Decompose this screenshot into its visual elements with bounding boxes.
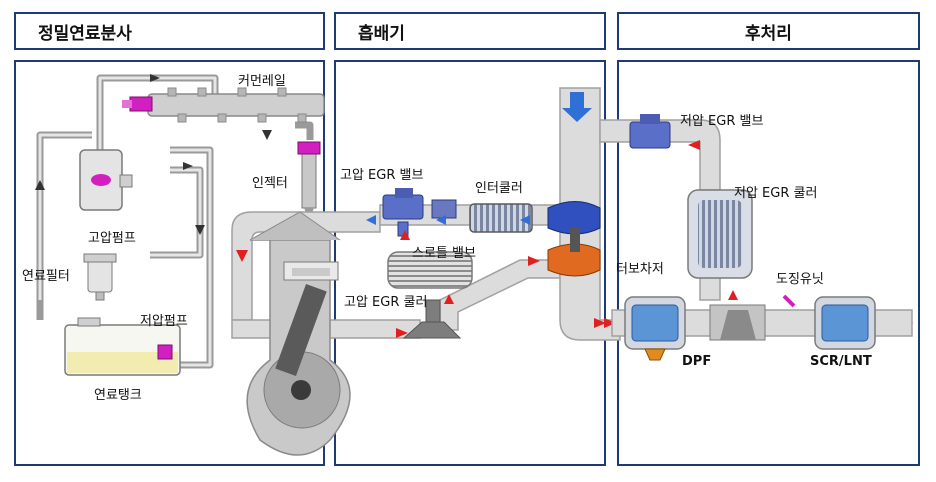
header-aftertreatment-text: 후처리 [745,23,792,44]
high-pressure-pump [79,149,133,211]
label-high-pressure-pump: 고압펌프 [88,231,136,246]
panel-aftertreatment [617,60,920,466]
fuel-lines-inner [38,76,217,367]
label-dpf: DPF [682,354,712,369]
hp-egr-valve-shape [382,188,424,237]
label-throttle-valve: 스로틀 밸브 [412,246,476,261]
label-scr-lnt: SCR/LNT [810,354,872,369]
label-low-pressure-pump: 저압펌프 [140,314,188,329]
fuel-filter [83,253,117,301]
engine-block [246,211,351,456]
dpf-shape [624,296,686,361]
fuel-tank [64,317,181,376]
throttle-shape [431,199,457,219]
hp-egr-cooler [387,251,473,289]
lp-egr-cooler-shape [687,189,753,279]
label-dosing-unit: 도징유닛 [776,272,824,287]
rail-pressure-valve [129,96,153,112]
header-fuel-injection-text: 정밀연료분사 [38,23,132,44]
injector-unit [297,141,321,220]
lp-egr-valve-shape [629,114,671,149]
fuel-flow-arrows [35,74,272,235]
label-turbocharger: 터보차저 [616,262,664,277]
label-lp-egr-valve: 저압 EGR 밸브 [680,114,764,129]
header-intake-exhaust-text: 흡배기 [358,23,405,44]
header-fuel-injection: 정밀연료분사 [14,12,325,50]
label-intercooler: 인터쿨러 [475,181,523,196]
label-injector: 인젝터 [252,176,288,191]
label-hp-egr-valve: 고압 EGR 밸브 [340,168,424,183]
dosing-injector [782,294,796,308]
label-common-rail: 커먼레일 [238,74,286,89]
label-hp-egr-cooler: 고압 EGR 쿨러 [344,295,428,310]
label-fuel-tank: 연료탱크 [94,388,142,403]
label-fuel-filter: 연료필터 [22,269,70,284]
header-aftertreatment: 후처리 [617,12,920,50]
intake-flow-arrows [366,92,592,225]
turbocharger-shape [547,201,601,277]
intercooler-shape [469,203,533,233]
label-lp-egr-cooler: 저압 EGR 쿨러 [734,186,818,201]
common-rail [147,93,325,117]
scr-lnt-shape [814,296,876,350]
header-intake-exhaust: 흡배기 [334,12,606,50]
